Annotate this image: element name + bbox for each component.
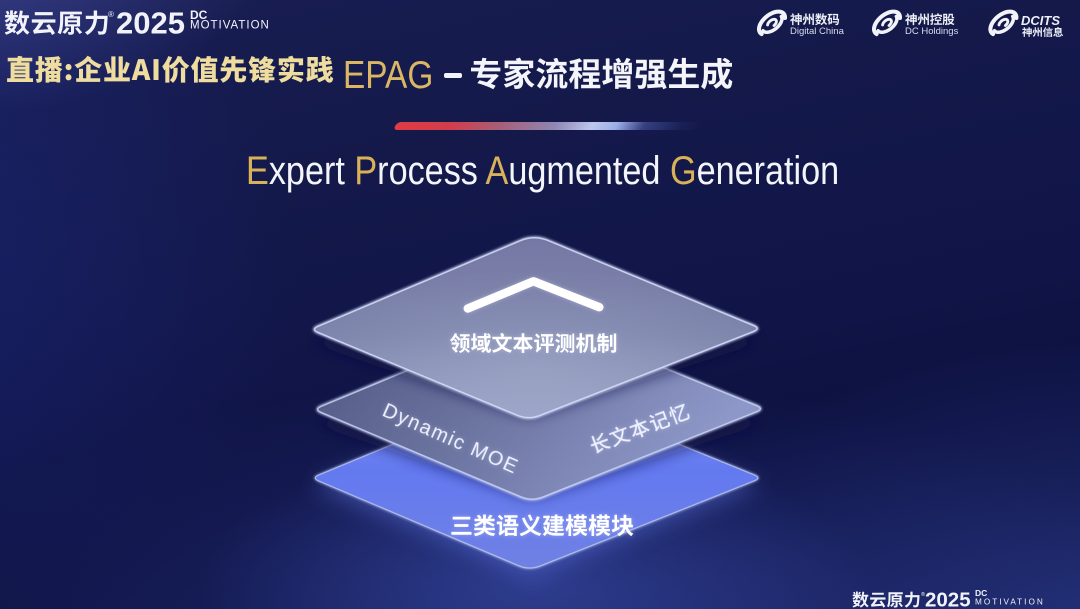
svg-text:2025: 2025	[116, 6, 185, 41]
svg-text:2025: 2025	[925, 589, 971, 609]
svg-text:®: ®	[108, 10, 114, 19]
svg-text:DC: DC	[975, 588, 987, 598]
svg-text:Digital China: Digital China	[790, 26, 845, 37]
svg-text:DC Holdings: DC Holdings	[905, 26, 959, 37]
svg-text:DC: DC	[190, 8, 208, 22]
svg-text:®: ®	[921, 591, 925, 598]
svg-text:MOTIVATION: MOTIVATION	[190, 20, 270, 32]
svg-text:MOTIVATION: MOTIVATION	[975, 598, 1045, 607]
svg-text:DCITS: DCITS	[1021, 13, 1060, 28]
